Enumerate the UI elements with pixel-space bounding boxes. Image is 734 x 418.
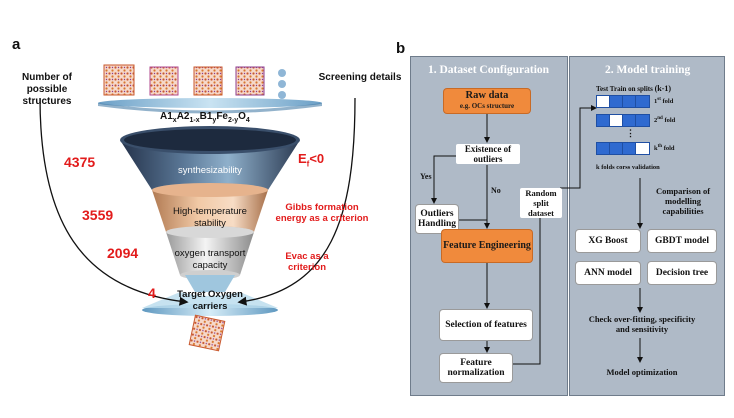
- crystal-structures-top: [103, 64, 286, 99]
- comparison-label: Comparison of modelling capabilities: [655, 186, 711, 216]
- count-4: 4: [148, 285, 156, 301]
- model-decision-tree: Decision tree: [648, 262, 716, 284]
- raw-data-example: e.g. OCs structure: [459, 102, 515, 110]
- ef-criterion: Ef<0: [298, 151, 325, 169]
- fold-1-label: 1st fold: [654, 97, 674, 106]
- high-temperature-label: High-temperature stability: [173, 206, 247, 229]
- model-xgboost: XG Boost: [576, 230, 640, 252]
- high-temperature-layer: [152, 190, 268, 232]
- model-ann: ANN model: [576, 262, 640, 284]
- gibbs-criterion: Gibbs formation energy as a criterion: [275, 202, 369, 224]
- raw-data-box: Raw data e.g. OCs structure: [444, 89, 530, 113]
- funnel-illustration: [39, 64, 356, 352]
- count-3559: 3559: [82, 207, 114, 223]
- kfold-grid: [596, 95, 666, 165]
- fold-2-label: 2nd fold: [654, 116, 676, 125]
- target-crystal: [188, 314, 226, 352]
- feature-normalization-box: Feature normalization: [440, 354, 512, 382]
- model-training-panel: [569, 56, 725, 396]
- test-train-header: Test Train on splits (k-1): [596, 84, 672, 93]
- model-gbdt: GBDT model: [648, 230, 716, 252]
- screening-details-label: Screening details: [318, 72, 402, 83]
- no-label: No: [491, 186, 501, 195]
- oxygen-transport-layer: [166, 232, 254, 275]
- right-curved-arrow: [237, 97, 356, 306]
- synthesizability-label: synthesizability: [178, 165, 242, 176]
- count-4375: 4375: [64, 154, 96, 170]
- feature-engineering-box: Feature Engineering: [442, 230, 532, 262]
- model-optimization-label: Model optimization: [606, 367, 678, 377]
- panel-a-letter: a: [12, 36, 21, 53]
- raw-data-title: Raw data: [465, 90, 509, 101]
- top-disc: [98, 98, 322, 108]
- selection-features-box: Selection of features: [440, 310, 532, 340]
- evac-criterion: Evac as a criterion: [285, 251, 329, 273]
- existence-outliers-box: Existence of outliers: [456, 144, 520, 164]
- fold-ellipsis: ⋮: [626, 128, 635, 138]
- target-oxygen-carriers-label: Target Oxygen carriers: [177, 289, 243, 312]
- model-training-title: 2. Model training: [605, 64, 691, 76]
- dataset-configuration-title: 1. Dataset Configuration: [428, 64, 550, 76]
- check-overfitting-label: Check over-fitting, specificity and sens…: [588, 314, 696, 334]
- kfold-caption: k folds corss validation: [596, 164, 660, 171]
- count-2094: 2094: [107, 245, 139, 261]
- left-curved-arrow: [39, 97, 189, 306]
- yes-label: Yes: [420, 172, 432, 181]
- random-split-box: Random split dataset: [520, 188, 562, 218]
- synthesizability-layer: [120, 140, 300, 190]
- panel-b-letter: b: [396, 40, 406, 57]
- fold-k-label: kth fold: [654, 144, 675, 153]
- oxygen-transport-label: oxygen transport capacity: [174, 248, 246, 271]
- outliers-handling-box: Outliers Handling: [416, 205, 458, 233]
- number-of-structures-label: Number of possible structures: [22, 72, 72, 107]
- formula-label: A1xA21-xB1yFe2-yO4: [160, 111, 250, 124]
